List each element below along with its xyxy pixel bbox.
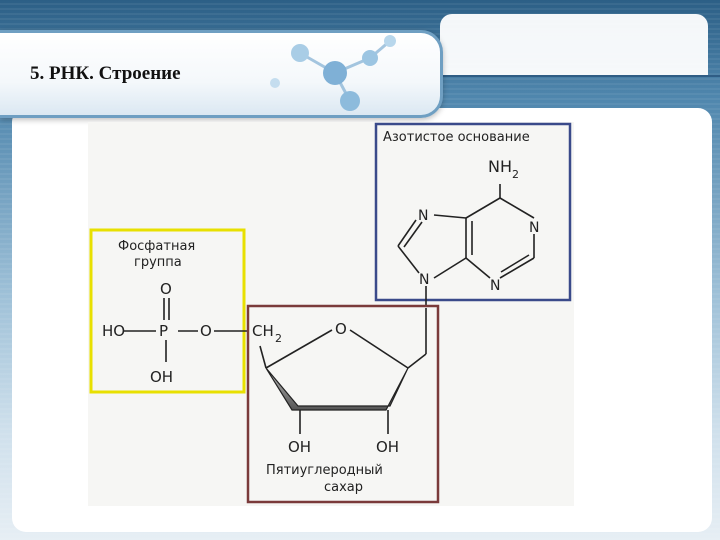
phosphate-frame xyxy=(89,228,246,394)
sugar-oh-right: OH xyxy=(376,438,399,456)
atom-n9: N xyxy=(419,272,429,288)
ribose-ring xyxy=(259,308,427,434)
phosphate-o-top: O xyxy=(160,280,172,298)
rna-structure-diagram: Азотистое основание NH 2 N N N N Фосфатн… xyxy=(89,122,572,504)
nitrogen-base-frame xyxy=(374,122,572,302)
phosphate-p: P xyxy=(159,322,168,340)
sugar-oh-left: OH xyxy=(288,438,311,456)
amino-subscript: 2 xyxy=(512,168,519,181)
molecule-decoration xyxy=(270,35,396,111)
sugar-frame xyxy=(246,304,440,504)
purine-rings xyxy=(397,184,535,308)
atom-n3: N xyxy=(490,278,500,294)
sugar-label-line1: Пятиуглеродный xyxy=(266,463,383,478)
rna-structure-figure: Азотистое основание NH 2 N N N N Фосфатн… xyxy=(88,122,574,506)
phosphate-label-line1: Фосфатная xyxy=(118,239,195,254)
sugar-ring-o: O xyxy=(335,320,347,338)
header-rule xyxy=(438,75,720,77)
phosphate-ho: HO xyxy=(102,322,125,340)
title-banner: 5. РНК. Строение xyxy=(0,30,443,118)
header-right-band xyxy=(440,14,708,76)
nitrogen-base-label: Азотистое основание xyxy=(383,130,530,145)
sugar-ch: CH xyxy=(252,322,274,340)
phosphate-o-ester: O xyxy=(200,322,212,340)
phosphate-bonds xyxy=(124,298,250,362)
phosphate-label-line2: группа xyxy=(134,255,182,270)
amino-nh: NH xyxy=(488,157,512,176)
phosphate-oh: OH xyxy=(150,368,173,386)
slide-title: 5. РНК. Строение xyxy=(30,63,181,84)
sugar-label-line2: сахар xyxy=(324,480,363,495)
sugar-ch-subscript: 2 xyxy=(275,332,282,345)
atom-n1: N xyxy=(529,220,539,236)
atom-n7: N xyxy=(418,208,428,224)
